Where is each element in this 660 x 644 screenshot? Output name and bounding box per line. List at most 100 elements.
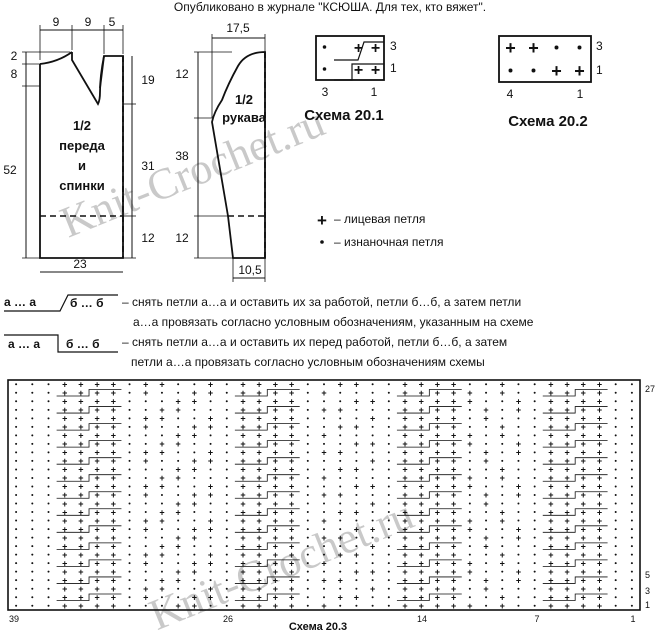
knit-stitch-icon: + xyxy=(94,379,99,389)
purl-stitch-icon xyxy=(47,519,50,522)
purl-stitch-icon xyxy=(15,400,18,403)
knit-stitch-icon: + xyxy=(94,473,99,483)
purl-stitch-icon xyxy=(501,459,504,462)
scheme3-row-label-3: 3 xyxy=(645,586,650,596)
knit-stitch-icon: + xyxy=(208,422,213,432)
purl-stitch-icon xyxy=(517,511,520,514)
knit-stitch-icon: + xyxy=(289,405,294,415)
knit-stitch-icon: + xyxy=(581,465,586,475)
knit-stitch-icon: + xyxy=(176,601,181,611)
knit-stitch-icon: + xyxy=(62,473,67,483)
purl-stitch-icon xyxy=(209,434,212,437)
knit-stitch-icon: + xyxy=(208,516,213,526)
knit-stitch-icon: + xyxy=(273,431,278,441)
knit-stitch-icon: + xyxy=(451,379,456,389)
knit-stitch-icon: + xyxy=(467,516,472,526)
knit-stitch-icon: + xyxy=(402,397,407,407)
purl-stitch-icon xyxy=(15,604,18,607)
knit-stitch-icon: + xyxy=(176,541,181,551)
knit-stitch-icon: + xyxy=(451,584,456,594)
purl-stitch-icon xyxy=(630,434,633,437)
knit-stitch-icon: + xyxy=(548,558,553,568)
knit-stitch-icon: + xyxy=(581,516,586,526)
knit-stitch-icon: + xyxy=(62,465,67,475)
knit-stitch-icon: + xyxy=(78,601,83,611)
knit-stitch-icon: + xyxy=(564,592,569,602)
purl-stitch-icon xyxy=(144,536,147,539)
knit-stitch-icon: + xyxy=(176,567,181,577)
knit-stitch-icon: + xyxy=(257,584,262,594)
knit-stitch-icon: + xyxy=(338,379,343,389)
knit-stitch-icon: + xyxy=(483,575,488,585)
knit-stitch-icon: + xyxy=(111,524,116,534)
knit-stitch-icon: + xyxy=(143,558,148,568)
purl-stitch-icon xyxy=(371,408,374,411)
knit-stitch-icon: + xyxy=(143,550,148,560)
knit-stitch-icon: + xyxy=(78,379,83,389)
knit-stitch-icon: + xyxy=(257,533,262,543)
knit-stitch-icon: + xyxy=(419,516,424,526)
knit-stitch-icon: + xyxy=(273,575,278,585)
knit-stitch-icon: + xyxy=(467,431,472,441)
knit-stitch-icon: + xyxy=(273,567,278,577)
purl-stitch-icon xyxy=(144,400,147,403)
purl-stitch-icon xyxy=(371,434,374,437)
knit-stitch-icon: + xyxy=(402,431,407,441)
knit-stitch-icon: + xyxy=(289,439,294,449)
purl-stitch-icon xyxy=(371,579,374,582)
sleeve-dim-left-3: 12 xyxy=(175,231,189,245)
knit-stitch-icon: + xyxy=(192,465,197,475)
purl-stitch-icon xyxy=(371,511,374,514)
purl-stitch-icon xyxy=(306,536,309,539)
knit-stitch-icon: + xyxy=(111,558,116,568)
knit-stitch-icon: + xyxy=(317,211,327,230)
purl-stitch-icon xyxy=(614,391,617,394)
knit-stitch-icon: + xyxy=(78,448,83,458)
purl-stitch-icon xyxy=(15,502,18,505)
purl-stitch-icon xyxy=(193,579,196,582)
purl-stitch-icon xyxy=(15,425,18,428)
front-back-label-1: 1/2 xyxy=(73,118,91,133)
purl-stitch-icon xyxy=(177,391,180,394)
knit-stitch-icon: + xyxy=(597,584,602,594)
knit-stitch-icon: + xyxy=(78,482,83,492)
dim-left-2: 8 xyxy=(11,67,18,81)
purl-stitch-icon xyxy=(630,545,633,548)
purl-stitch-icon xyxy=(355,494,358,496)
knit-stitch-icon: + xyxy=(176,431,181,441)
knit-stitch-icon: + xyxy=(451,422,456,432)
knit-stitch-icon: + xyxy=(451,601,456,611)
scheme3-col-label-1: 1 xyxy=(630,614,635,624)
knit-stitch-icon: + xyxy=(159,473,164,483)
knit-stitch-icon: + xyxy=(581,541,586,551)
knit-stitch-icon: + xyxy=(564,558,569,568)
knit-stitch-icon: + xyxy=(581,567,586,577)
knit-stitch-icon: + xyxy=(467,524,472,534)
knit-stitch-icon: + xyxy=(240,601,245,611)
purl-stitch-icon xyxy=(31,417,34,420)
purl-stitch-icon xyxy=(306,587,309,590)
knit-stitch-icon: + xyxy=(419,524,424,534)
knit-stitch-icon: + xyxy=(402,388,407,398)
knit-stitch-icon: + xyxy=(451,388,456,398)
purl-stitch-icon xyxy=(209,468,212,471)
purl-stitch-icon xyxy=(485,570,488,573)
purl-stitch-icon xyxy=(225,587,228,590)
knit-stitch-icon: + xyxy=(505,38,516,58)
purl-stitch-icon xyxy=(508,68,513,73)
knit-stitch-icon: + xyxy=(597,567,602,577)
purl-stitch-icon xyxy=(128,596,131,599)
purl-stitch-icon xyxy=(177,596,180,599)
purl-stitch-icon xyxy=(15,383,18,386)
scheme3-col-label-14: 14 xyxy=(417,614,427,624)
purl-stitch-icon xyxy=(306,596,309,599)
knit-stitch-icon: + xyxy=(143,592,148,602)
purl-stitch-icon xyxy=(517,502,520,505)
knit-stitch-icon: + xyxy=(435,601,440,611)
purl-stitch-icon xyxy=(485,485,488,488)
purl-stitch-icon xyxy=(225,485,228,488)
knit-stitch-icon: + xyxy=(159,448,164,458)
knit-stitch-icon: + xyxy=(338,448,343,458)
knit-stitch-icon: + xyxy=(62,592,67,602)
